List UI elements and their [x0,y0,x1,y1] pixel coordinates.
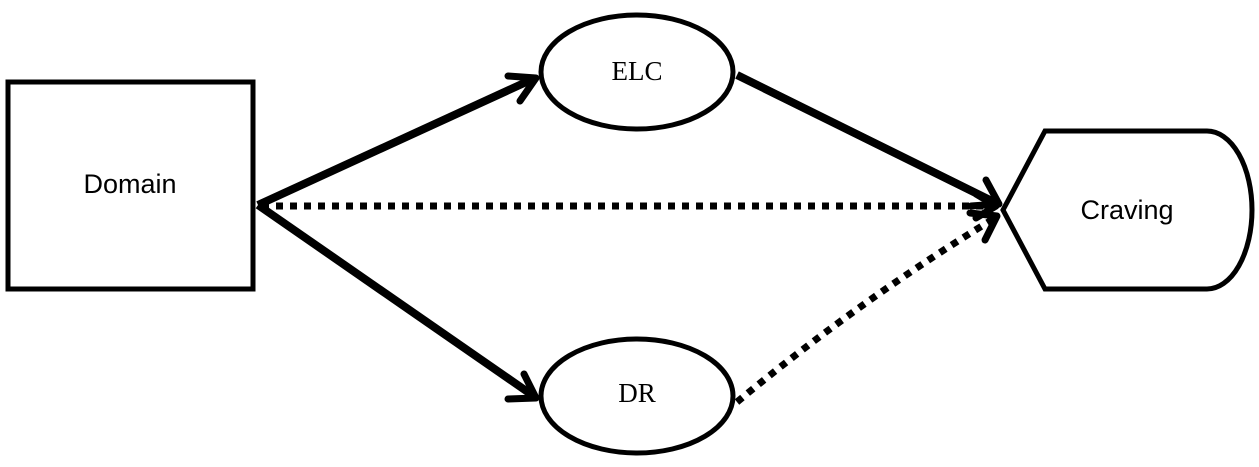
node-craving-label: Craving [1080,195,1173,225]
node-elc-label: ELC [612,56,663,86]
edge-elc-craving [735,71,1000,208]
node-elc: ELC [538,12,736,132]
edge-domain-dr [255,201,538,401]
node-craving: Craving [1000,128,1255,292]
node-domain: Domain [5,79,256,292]
arrowhead-dr [504,370,540,403]
node-dr-label: DR [618,378,656,408]
node-dr: DR [538,336,736,456]
edge-domain-elc [256,74,537,209]
arrowhead-elc [504,72,540,105]
node-domain-label: Domain [83,169,176,199]
edge-dr-craving [734,215,997,405]
arrowhead-craving-dr [966,209,1001,244]
